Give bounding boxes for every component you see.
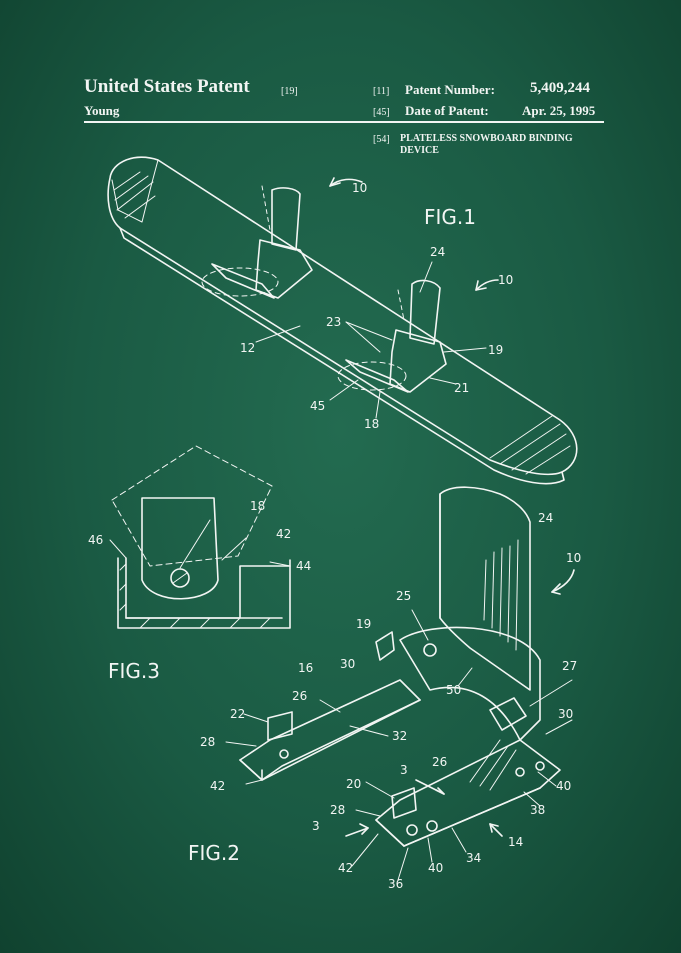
fig2-binding-detail [225, 486, 575, 881]
fig2-ref: 28 [330, 803, 345, 817]
fig3-ref: 18 [250, 499, 265, 513]
patent-office-title: United States Patent [84, 76, 250, 97]
fig3-cross-section [109, 445, 291, 629]
date-of-patent-label: Date of Patent: [405, 103, 489, 118]
fig2-ref: 50 [446, 683, 461, 697]
fig2-ref: 40 [428, 861, 443, 875]
fig1-ref: 24 [430, 245, 445, 259]
fig1-ref: 10 [498, 273, 513, 287]
fig2-ref: 19 [356, 617, 371, 631]
fig2-ref: 26 [432, 755, 447, 769]
fig1-ref: 21 [454, 381, 469, 395]
fig2-ref: 36 [388, 877, 403, 891]
fig2-ref: 16 [298, 661, 313, 675]
fig2-ref: 28 [200, 735, 215, 749]
fig1-ref: 23 [326, 315, 341, 329]
fig1-ref: 45 [310, 399, 325, 413]
fig3-label: FIG.3 [108, 659, 160, 683]
title-tag: [19] [281, 86, 298, 97]
fig3-ref: 44 [296, 559, 311, 573]
patent-number-tag: [11] [373, 86, 390, 97]
fig2-ref: 22 [230, 707, 245, 721]
fig3-ref: 46 [88, 533, 103, 547]
fig2-ref: 14 [508, 835, 523, 849]
fig2-ref: 27 [562, 659, 577, 673]
fig2-ref: 40 [556, 779, 571, 793]
fig3-ref: 42 [276, 527, 291, 541]
fig2-ref: 25 [396, 589, 411, 603]
inventor-name: Young [84, 103, 120, 118]
fig2-ref: 38 [530, 803, 545, 817]
fig2-ref: 42 [210, 779, 225, 793]
fig2-ref: 3 [400, 763, 408, 777]
fig2-ref: 42 [338, 861, 353, 875]
fig1-ref: 10 [352, 181, 367, 195]
fig1-ref: 12 [240, 341, 255, 355]
fig2-ref: 34 [466, 851, 481, 865]
date-of-patent-value: Apr. 25, 1995 [522, 103, 596, 118]
fig1-snowboard [107, 156, 578, 485]
fig2-ref: 30 [340, 657, 355, 671]
fig2-label: FIG.2 [188, 841, 240, 865]
invention-title-line2: DEVICE [400, 145, 439, 156]
fig2-ref: 20 [346, 777, 361, 791]
invention-title-line1: PLATELESS SNOWBOARD BINDING [400, 133, 573, 144]
fig2-ref: 32 [392, 729, 407, 743]
fig1-ref: 18 [364, 417, 379, 431]
fig1-ref: 19 [488, 343, 503, 357]
fig2-ref: 30 [558, 707, 573, 721]
invention-title-tag: [54] [373, 134, 390, 145]
date-tag: [45] [373, 107, 390, 118]
patent-number-label: Patent Number: [405, 82, 495, 97]
header-rule [84, 121, 604, 123]
fig1-label: FIG.1 [424, 205, 476, 229]
fig2-ref: 26 [292, 689, 307, 703]
fig2-ref: 3 [312, 819, 320, 833]
fig2-ref: 24 [538, 511, 553, 525]
fig2-ref: 10 [566, 551, 581, 565]
patent-number-value: 5,409,244 [530, 80, 590, 96]
